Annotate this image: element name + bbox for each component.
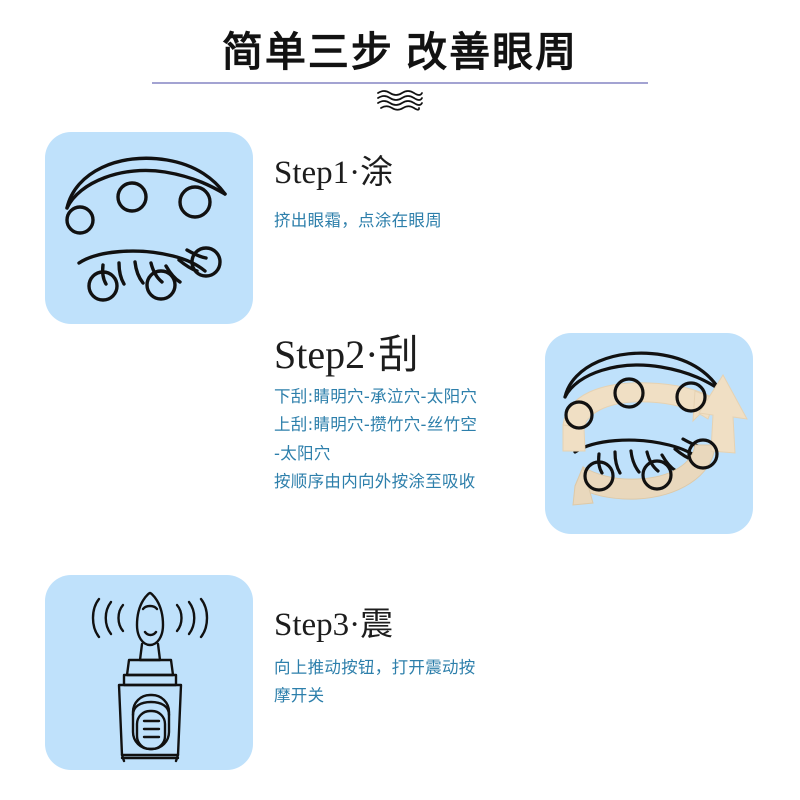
title-divider-rule	[152, 82, 648, 84]
step2-description-line: 上刮:睛明穴-攒竹穴-丝竹空	[274, 415, 478, 435]
step3-description-line: 摩开关	[274, 686, 325, 706]
step2-text-block: Step2·刮 下刮:睛明穴-承泣穴-太阳穴 上刮:睛明穴-攒竹穴-丝竹空 -太…	[274, 334, 477, 497]
step1-description-line: 挤出眼霜，点涂在眼周	[274, 210, 442, 230]
step2-heading-separator: ·	[365, 332, 379, 377]
step2-heading-cn: 刮	[378, 332, 419, 378]
step2-description-line: -太阳穴	[274, 443, 331, 463]
step1-text-block: Step1·涂 挤出眼霜，点涂在眼周	[274, 152, 442, 235]
header: 简单三步 改善眼周	[0, 0, 800, 118]
page-title: 简单三步 改善眼周	[221, 29, 579, 75]
step3-heading-separator: ·	[349, 607, 361, 643]
step1-heading-latin: Step1	[274, 155, 350, 191]
step2-description-line: 按顺序由内向外按涂至吸收	[274, 472, 476, 492]
wave-divider-icon	[0, 88, 800, 117]
step2-description: 下刮:睛明穴-承泣穴-太阳穴 上刮:睛明穴-攒竹穴-丝竹空 -太阳穴 按顺序由内…	[274, 383, 477, 497]
step2-heading: Step2·刮	[274, 332, 477, 378]
step3-heading-latin: Step3	[274, 607, 350, 643]
step1-description: 挤出眼霜，点涂在眼周	[274, 207, 442, 235]
step1-heading-cn: 涂	[360, 152, 394, 191]
step2-heading-latin: Step2	[274, 332, 366, 377]
step3-heading: Step3·震	[274, 604, 476, 643]
step3-description-line: 向上推动按钮，打开震动按	[274, 657, 476, 677]
step2-description-line: 下刮:睛明穴-承泣穴-太阳穴	[274, 387, 478, 406]
eye-with-cream-dots-icon	[45, 132, 253, 324]
step1-heading-separator: ·	[349, 155, 361, 191]
vibrating-applicator-tube-icon	[45, 575, 253, 770]
step3-description: 向上推动按钮，打开震动按 摩开关	[274, 654, 476, 711]
eye-with-circular-arrow-icon	[545, 333, 753, 534]
step3-heading-cn: 震	[360, 604, 394, 643]
step3-text-block: Step3·震 向上推动按钮，打开震动按 摩开关	[274, 604, 476, 711]
step1-heading: Step1·涂	[274, 152, 442, 191]
